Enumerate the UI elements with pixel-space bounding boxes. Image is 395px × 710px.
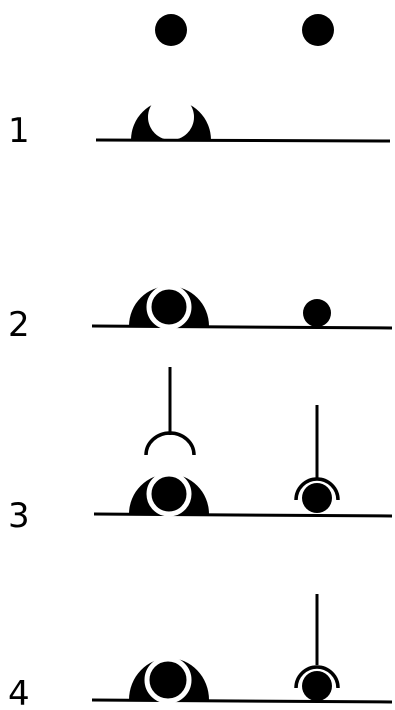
surface-particle [303,299,331,327]
probe-cap-right-4 [294,665,340,689]
baseline-3 [93,512,393,518]
baseline-1 [95,138,391,143]
step-4: 4 [8,594,393,710]
step-3: 3 [8,367,393,536]
baseline-2 [91,324,393,330]
lifted-particle [302,671,332,701]
probe-cap-right [294,477,340,501]
receptor-inner-ring-3 [146,471,192,517]
step-label-1: 1 [8,111,30,151]
step-label-4: 4 [8,674,30,710]
free-particles-top [155,14,334,46]
baseline-4 [91,698,393,704]
receptor-cup-empty [131,100,211,140]
receptor-inner-ring-4 [144,656,192,704]
free-particle-left [155,14,187,46]
step-label-3: 3 [8,496,30,536]
receptor-inner-ring [146,284,192,330]
bound-particle-4 [154,666,182,694]
step-label-2: 2 [8,305,30,345]
capped-particle [302,483,332,513]
probe-cap-left [144,431,196,456]
step-1: 1 [8,100,391,151]
free-particle-right [302,14,334,46]
step-2: 2 [8,284,393,345]
bound-particle [155,293,183,321]
bound-particle-3 [155,480,183,508]
